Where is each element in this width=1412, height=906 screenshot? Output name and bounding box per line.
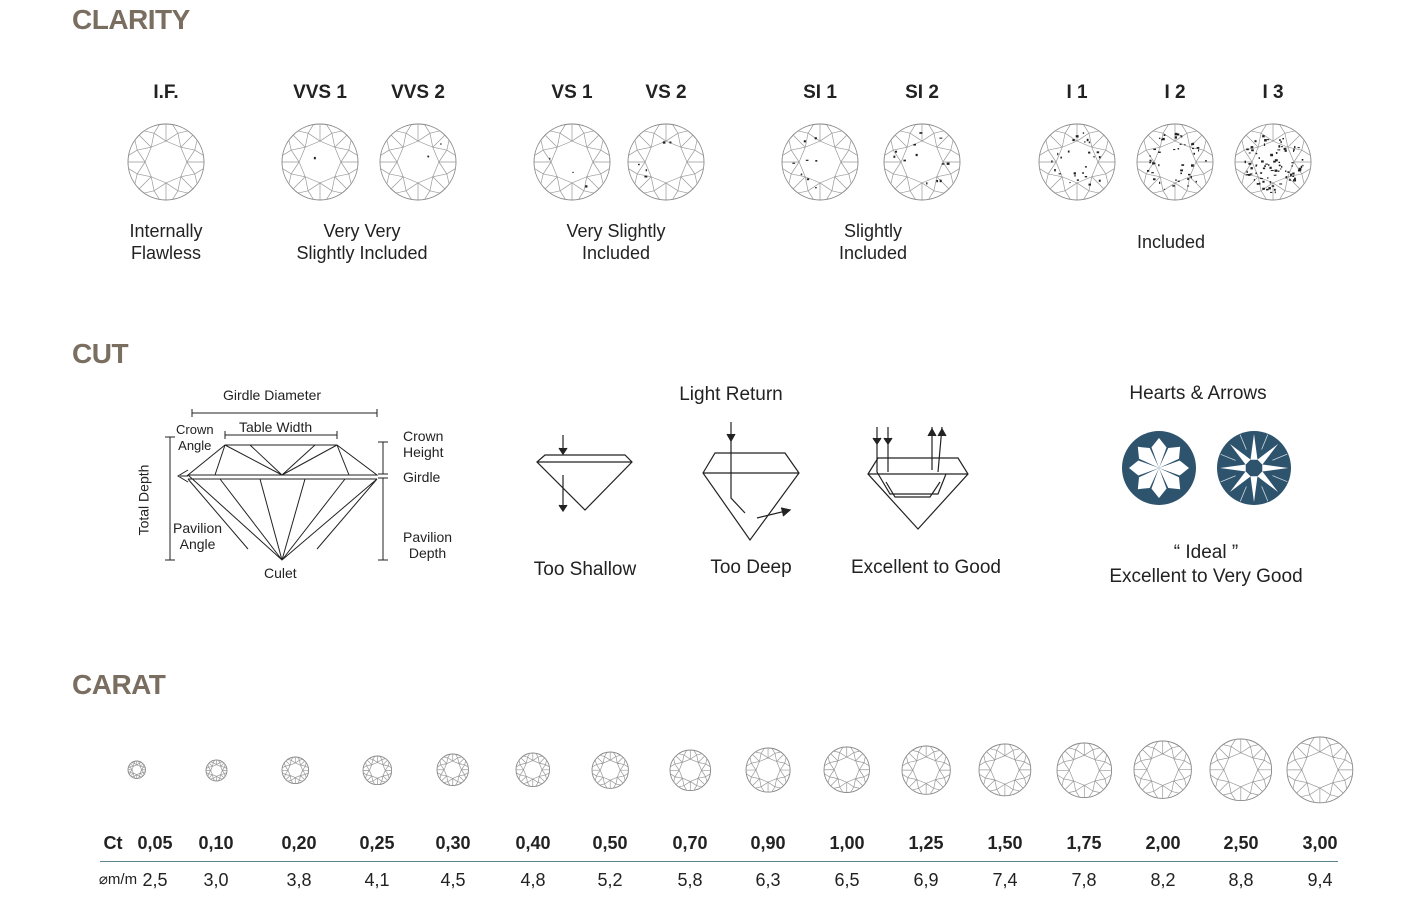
carat-diameter: 8,2 (1150, 870, 1176, 890)
carat-diamond-icon (1209, 738, 1273, 802)
light-return-label: Light Return (679, 384, 783, 405)
carat-diameter: 5,2 (597, 870, 623, 890)
arrows-pattern-icon (1217, 431, 1291, 505)
too-deep-label: Too Deep (710, 557, 792, 578)
clarity-diamond-icon (1234, 123, 1312, 201)
clarity-diamond-icon (533, 123, 611, 201)
clarity-diamond-icon (883, 123, 961, 201)
clarity-grade-label: I 1 (1066, 82, 1088, 103)
carat-weight: 0,05 (137, 833, 173, 853)
carat-diameter: 4,5 (440, 870, 466, 890)
crown-height-label: Crown Height (403, 428, 444, 460)
carat-weight: 0,25 (359, 833, 395, 853)
carat-diamond-icon (978, 743, 1032, 797)
carat-diameter: 6,5 (834, 870, 860, 890)
clarity-grade-label: VS 1 (551, 82, 593, 103)
clarity-group-label: Included (1136, 232, 1206, 252)
ct-label: Ct (103, 833, 123, 853)
too-shallow-diagram (536, 435, 633, 513)
clarity-grade-label: VS 2 (645, 82, 687, 103)
girdle-diameter-label: Girdle Diameter (223, 387, 322, 403)
clarity-grade-label: I 2 (1164, 82, 1186, 103)
clarity-grade-label: I 3 (1262, 82, 1284, 103)
excellent-cut-diagram (867, 426, 969, 530)
clarity-group-label: Very Very Slightly Included (296, 221, 428, 263)
culet-label: Culet (264, 565, 297, 581)
carat-diamond-icon (1286, 736, 1354, 804)
clarity-diamond-icon (127, 123, 205, 201)
carat-weight: 1,50 (987, 833, 1023, 853)
carat-diamond-icon (281, 756, 309, 784)
carat-diameter: 7,4 (992, 870, 1018, 890)
carat-diamond-icon (436, 753, 470, 787)
hearts-pattern-icon (1122, 431, 1196, 505)
pavilion-angle-label: Pavilion Angle (173, 520, 223, 552)
carat-diameter: 7,8 (1071, 870, 1097, 890)
clarity-group-label: Internally Flawless (129, 221, 203, 263)
clarity-diamond-icon (1038, 123, 1116, 201)
too-deep-diagram (702, 422, 800, 542)
carat-diameter: 6,9 (913, 870, 939, 890)
table-width-label: Table Width (239, 419, 313, 435)
girdle-label: Girdle (403, 469, 441, 485)
clarity-grade-label: VVS 2 (391, 82, 445, 103)
carat-weight: 0,10 (198, 833, 234, 853)
carat-diamond-icon (591, 751, 629, 789)
carat-weight: 1,25 (908, 833, 944, 853)
carat-diamond-icon (127, 760, 147, 780)
hearts-arrows-caption: “ Ideal ” Excellent to Very Good (1109, 542, 1303, 587)
clarity-grade-label: I.F. (153, 82, 179, 103)
carat-diameter: 9,4 (1307, 870, 1333, 890)
excellent-to-good-label: Excellent to Good (851, 557, 1001, 578)
clarity-diamond-icon (379, 123, 457, 201)
carat-weight: 2,50 (1223, 833, 1259, 853)
carat-diamond-icon (901, 745, 951, 795)
carat-diamond-icon (205, 759, 227, 781)
clarity-heading: CLARITY (72, 4, 190, 35)
clarity-diamond-icon (281, 123, 359, 201)
carat-diameter: 6,3 (755, 870, 781, 890)
carat-diameter: 8,8 (1228, 870, 1254, 890)
too-shallow-label: Too Shallow (533, 559, 637, 580)
carat-weight: 3,00 (1302, 833, 1338, 853)
carat-diamond-icon (823, 746, 871, 794)
carat-diamond-icon (745, 747, 791, 793)
carat-diamond-icon (669, 749, 711, 791)
carat-diameter: 3,0 (203, 870, 229, 890)
carat-diamond-icon (362, 755, 392, 785)
carat-diamond-icon (1056, 742, 1112, 798)
clarity-grade-label: SI 1 (803, 82, 837, 103)
carat-diamond-icon (1133, 740, 1193, 800)
hearts-arrows-title: Hearts & Arrows (1129, 383, 1267, 404)
table-divider (100, 861, 1338, 862)
carat-weight: 0,50 (592, 833, 628, 853)
carat-diameter: 3,8 (286, 870, 312, 890)
clarity-grade-label: VVS 1 (293, 82, 347, 103)
clarity-grade-label: SI 2 (905, 82, 939, 103)
carat-weight: 0,20 (281, 833, 317, 853)
clarity-diamond-icon (627, 123, 705, 201)
carat-diameter: 5,8 (677, 870, 703, 890)
carat-heading: CARAT (72, 669, 166, 700)
carat-diamond-icon (515, 752, 551, 788)
clarity-diamond-icon (781, 123, 859, 201)
crown-angle-label: Crown Angle (176, 422, 214, 453)
carat-weight: 0,90 (750, 833, 786, 853)
carat-diameter: 4,1 (364, 870, 390, 890)
pavilion-depth-label: Pavilion Depth (403, 529, 453, 561)
carat-weight: 1,00 (829, 833, 865, 853)
clarity-group-label: Very Slightly Included (566, 221, 666, 263)
cut-heading: CUT (72, 338, 129, 369)
carat-weight: 2,00 (1145, 833, 1181, 853)
clarity-group-label: Slightly Included (838, 221, 908, 263)
carat-diameter: 2,5 (142, 870, 168, 890)
diamond-profile-diagram (165, 409, 388, 561)
carat-weight: 0,40 (515, 833, 551, 853)
clarity-diamond-icon (1136, 123, 1214, 201)
carat-diameter: 4,8 (520, 870, 546, 890)
carat-weight: 0,70 (672, 833, 708, 853)
carat-weight: 0,30 (435, 833, 471, 853)
carat-weight: 1,75 (1066, 833, 1102, 853)
mm-label: ⌀m/m (98, 871, 138, 888)
